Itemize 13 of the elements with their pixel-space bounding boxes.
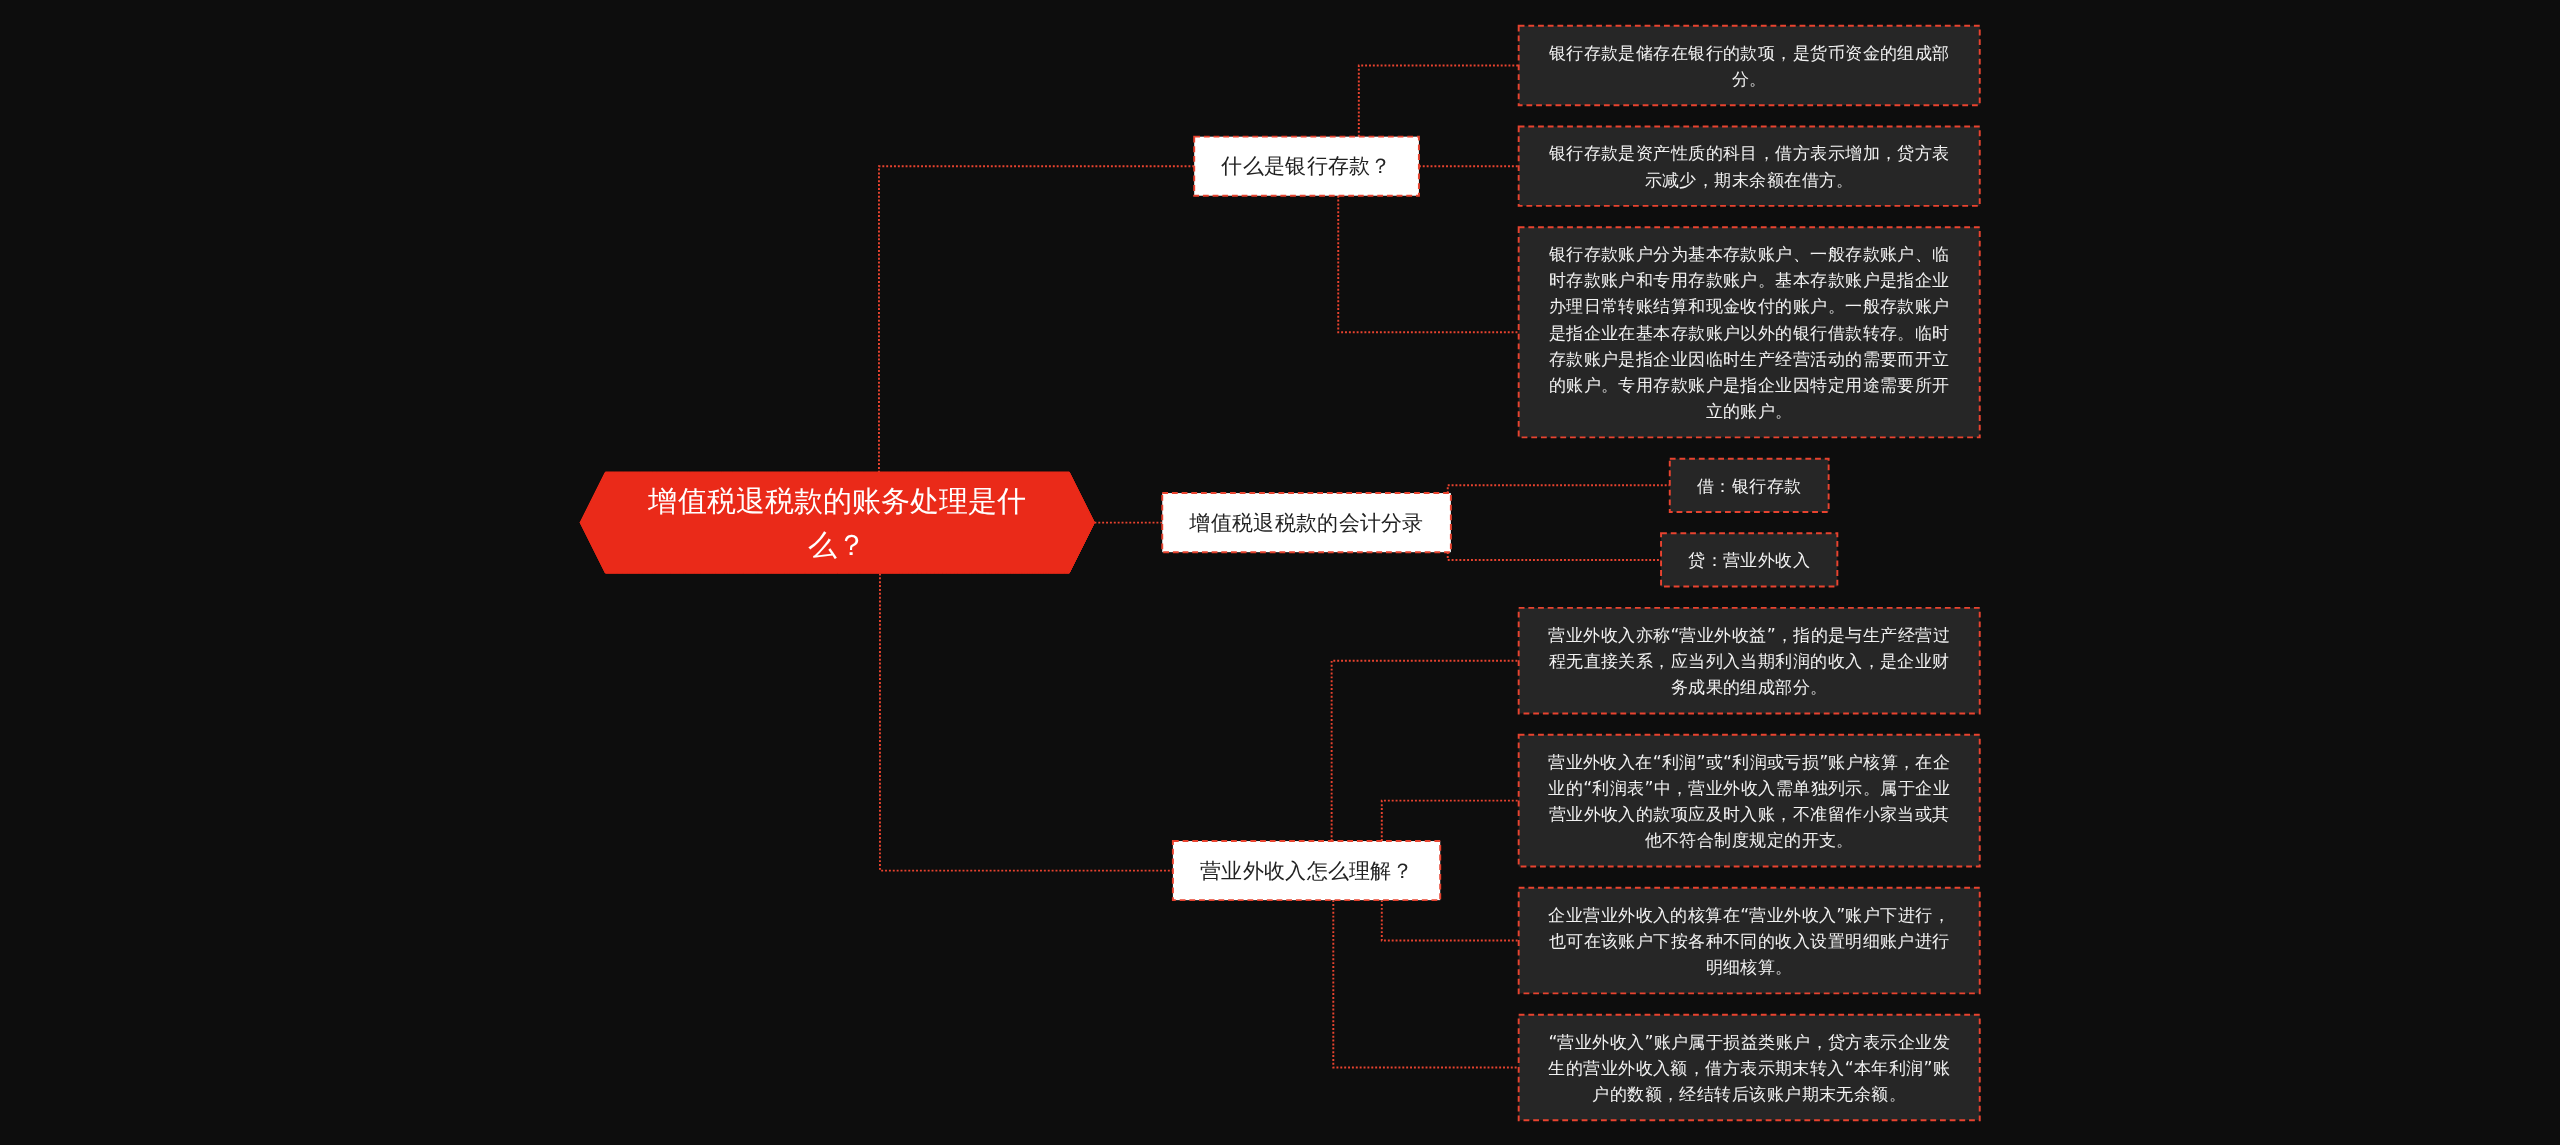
node-box: [1193, 135, 1420, 197]
node-box: [1171, 839, 1442, 901]
node-box: [1517, 1013, 1981, 1121]
node-box: [1517, 733, 1981, 867]
node-box: [1660, 531, 1839, 588]
node-box: [1668, 457, 1830, 513]
node-box: [1517, 125, 1981, 207]
node-box: [1161, 491, 1452, 553]
node-box: [1517, 886, 1981, 994]
node-box: [1517, 606, 1981, 714]
mind-map-drawing: 增值税退税款的账务处理是什么？ 什么是银行存款？ 银行存款是储存在银行的款项，是货币资金的组成部分。 银行存款是资产性质的科目，借方表示增加，贷方表示减少，期末余额在借方。 银行存款账户分为基本存款账户、一般存款账户、临时存款账户和专用存款账户。基本存款账户是指企业办理日常转账结算和现金收付的账户。一般存款账户是指企业在基本存款账户以外的银行借款转存。临时存款账户是指企业因临时生产经营活动的需要而开立的账户。专用存款账户是指企业因特定用途需要所开立的账户。 增值税退税款的会计分录 借：银行存款 贷：营业外收入 营业外收入怎么理解？ 营业外收入亦称“营业外收益”，指的是与生产经营过程无直接关系，应当列入当期利润的收入，是企业财务成果的组成部分。 营业外收入在“利润”或“利润或亏损”账户核算，在企业的“利润表”中，营业外收入需单独列示。属于企业营业外收入的款项应及时入账，不准留作小家当或其他不符合制度规定的开支。 企业营业外收入的核算在“营业外收入”账户下进行，也可在该账户下按各种不同的收入设置明细账户进行明细核算。 “营业外收入”账户属于损益类账户，贷方表示企业发生的营业外收入额，借方表示期末转入“本年利润”账户的数额，经结转后该账户期末无余额。: [20, 17, 2540, 1128]
node-box: [1517, 24, 1981, 106]
node-box: [1517, 225, 1981, 438]
